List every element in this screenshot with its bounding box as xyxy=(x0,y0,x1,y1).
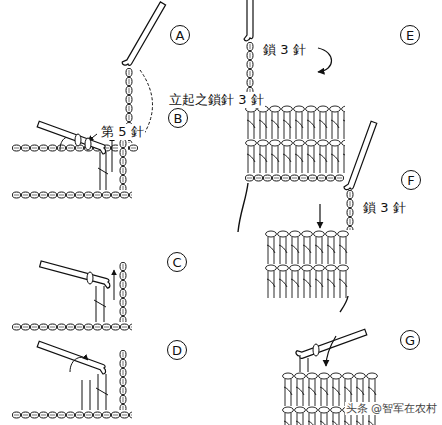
step-letter: F xyxy=(407,174,414,187)
stitch-post xyxy=(82,374,108,410)
step-letter: G xyxy=(405,334,415,347)
step-circle: G xyxy=(400,330,420,350)
crochet-hook xyxy=(36,121,107,154)
direction-arrow xyxy=(112,136,113,172)
crochet-hook xyxy=(121,0,165,68)
crochet-hook xyxy=(36,341,107,374)
annotation: 第 5 針 xyxy=(100,124,145,140)
step-circle: B xyxy=(168,108,188,128)
direction-arrow xyxy=(114,270,115,300)
crochet-hook xyxy=(244,0,253,41)
panel-a xyxy=(12,0,166,153)
foundation-chain xyxy=(12,190,132,200)
foundation-chain xyxy=(12,322,132,332)
stitch-post xyxy=(98,152,108,190)
crochet-hook xyxy=(39,261,112,289)
yarn-loop xyxy=(85,138,91,150)
step-circle: C xyxy=(167,252,187,272)
yarn-loop xyxy=(313,344,319,356)
annotation: 立起之鎖針 3 針 xyxy=(168,92,265,108)
step-letter: C xyxy=(172,256,181,269)
stitch-rows xyxy=(282,372,378,425)
step-letter: B xyxy=(174,112,183,125)
yarn-loop xyxy=(87,272,93,284)
foundation-chain xyxy=(245,173,344,183)
crochet-hook xyxy=(343,120,376,191)
panel-f xyxy=(265,120,377,312)
step-circle: E xyxy=(400,25,420,45)
step-letter: D xyxy=(172,344,182,357)
step-letter: A xyxy=(176,29,185,42)
step-circle: F xyxy=(401,170,421,190)
panel-d xyxy=(12,341,132,420)
direction-arrow xyxy=(70,357,88,372)
watermark: 头条 @智军在农村 xyxy=(345,402,439,415)
direction-arrow xyxy=(319,204,320,228)
annotation: 鎖 3 針 xyxy=(262,42,307,58)
stitch-post xyxy=(300,358,308,372)
step-circle: D xyxy=(167,340,187,360)
step-circle: A xyxy=(170,25,190,45)
turning-chain xyxy=(345,190,355,230)
yarn-tail xyxy=(238,183,248,232)
yarn-tail xyxy=(340,296,348,312)
stitch-rows xyxy=(265,230,349,298)
turning-chain xyxy=(118,262,128,322)
step-letter: E xyxy=(406,29,414,42)
direction-arrow xyxy=(326,336,336,366)
panel-e xyxy=(238,0,345,232)
yarn-loop xyxy=(75,134,81,146)
crochet-hook xyxy=(295,326,366,359)
panel-c xyxy=(12,261,132,332)
annotation: 鎖 3 針 xyxy=(362,200,407,216)
turning-chain xyxy=(118,350,128,410)
stitch-rows xyxy=(245,105,345,173)
foundation-chain xyxy=(12,410,132,420)
turn-arrow xyxy=(318,48,332,72)
stitch-post xyxy=(94,286,106,322)
